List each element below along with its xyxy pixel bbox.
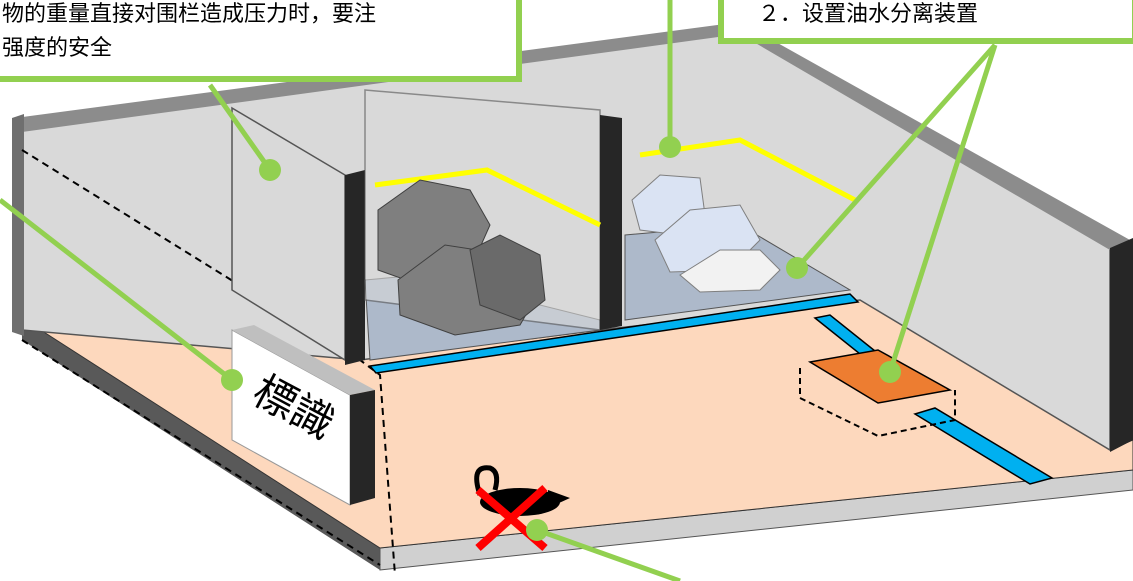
oil-separator-label: ２．设置油水分离装置 (758, 2, 979, 27)
drain-channel-outlet (913, 407, 1054, 485)
right-wall-end (1110, 238, 1133, 452)
left-wall-edge (12, 114, 24, 336)
weight-note-line-2: 强度的安全 (2, 36, 113, 61)
leader-dots (221, 136, 901, 541)
sign-board-top (232, 325, 375, 395)
sign-board-side (350, 390, 375, 505)
drain-channel-main (368, 293, 860, 374)
oil-water-separator-dashed (799, 368, 956, 438)
drum-dark-3 (469, 234, 546, 321)
zone-dashed-outline (21, 149, 396, 576)
leader-lines (0, 0, 998, 581)
left-partition-edge (345, 170, 365, 365)
oil-separator-callout: ２．设置油水分离装置 (718, 0, 1133, 44)
fence-line-left (374, 167, 602, 228)
zone-dashed-outline-2 (21, 339, 381, 566)
weight-note-line-1: 物的重量直接对围栏造成压力时，要注 (2, 2, 377, 27)
middle-partition-edge (600, 115, 622, 330)
drum-light-3 (679, 249, 781, 293)
weight-note-callout: 物的重量直接对围栏造成压力时，要注 强度的安全 (0, 0, 522, 82)
